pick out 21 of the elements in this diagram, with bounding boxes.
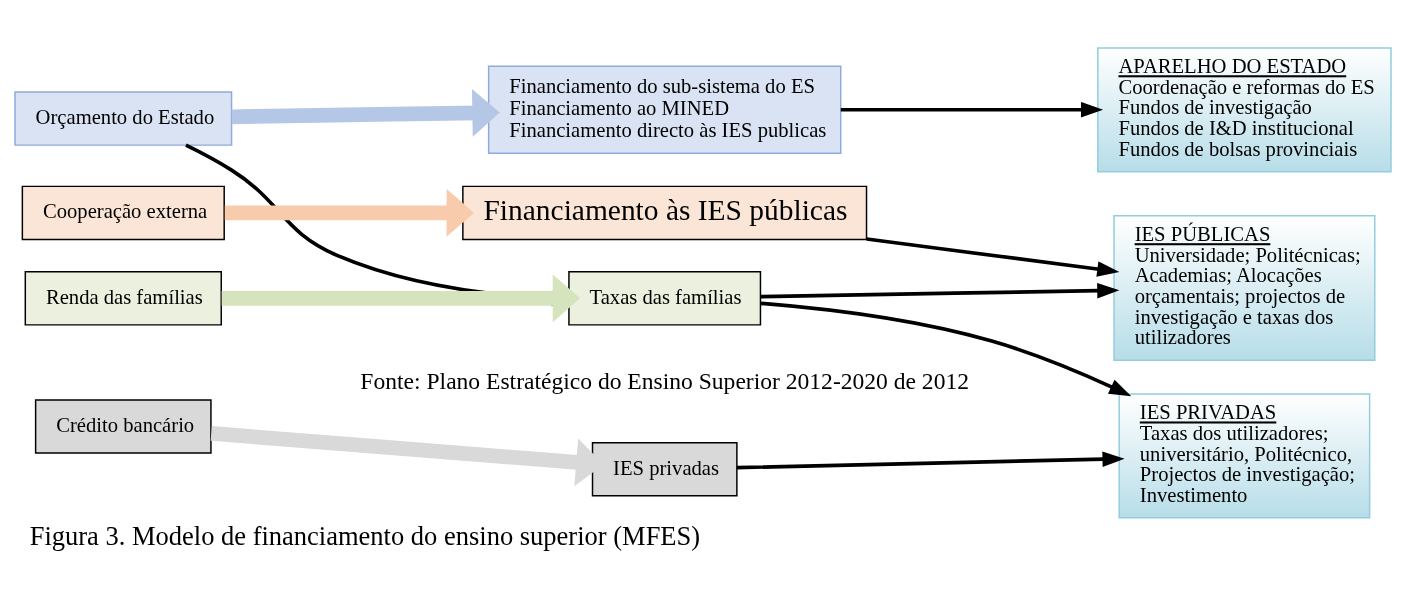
arrow	[760, 282, 1120, 298]
node-box: IES privadas	[591, 441, 738, 496]
arrow	[736, 450, 1125, 469]
node-box: Financiamento do sub-sistema do ES Financiamento ao MINED Financiamento directo às IES publicas	[487, 65, 842, 154]
node-box: Financiamento às IES públicas	[462, 185, 868, 240]
node-box: Cooperação externa	[21, 185, 225, 240]
node-box: Orçamento do Estado	[14, 90, 233, 146]
node-box: Taxas das famílias	[568, 270, 762, 326]
arrow	[221, 273, 581, 322]
label: Fonte: Plano Estratégico do Ensino Superior 2012-2020 de 2012	[360, 367, 970, 394]
arrow	[224, 188, 474, 237]
arrow	[760, 300, 1132, 396]
node-box: Renda das famílias	[24, 270, 222, 326]
arrow	[231, 88, 500, 137]
node-box: Crédito bancário	[34, 398, 212, 454]
caption: Figura 3. Modelo de financiamento do ensino superior (MFES)	[29, 520, 701, 551]
arrow	[840, 101, 1104, 118]
arrow	[866, 236, 1120, 277]
node-box: IES PRIVADAS Taxas dos utilizadores; universitário, Politécnico, Projectos de investigação; Investimento	[1118, 392, 1371, 519]
node-box: APARELHO DO ESTADO Coordenação e reformas do ES Fundos de investigação Fundos de I&D institucional Fundos de bolsas provinciais	[1097, 46, 1392, 172]
node-box: IES PÚBLICAS Universidade; Politécnicas; Academias; Alocações orçamentais; projectos de investigação e taxas dos utilizadores	[1113, 214, 1376, 361]
